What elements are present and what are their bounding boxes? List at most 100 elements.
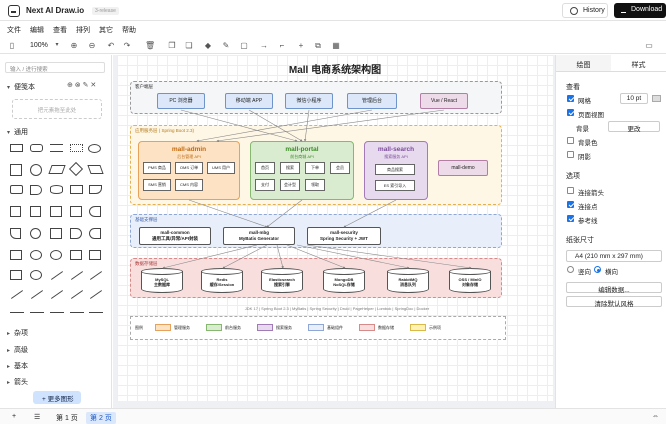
diagram-title[interactable]: Mall 电商系统架构图 — [288, 65, 382, 76]
arrows-header[interactable]: ▸箭头 — [7, 377, 28, 387]
format-panel-icon[interactable]: ▯ — [9, 41, 15, 50]
tab-page-1[interactable]: 第 1 页 — [56, 415, 78, 422]
admin-oms[interactable]: OMS 订单 — [175, 162, 203, 174]
collapse-panel-icon[interactable]: ⇔ — [652, 413, 659, 420]
tab-style[interactable]: 样式 — [611, 55, 666, 72]
client-admin[interactable]: 管理后台 — [347, 93, 397, 109]
shape-search-input[interactable]: 输入 / 进行搜索 — [5, 62, 105, 73]
shapes-icon[interactable]: ⧉ — [315, 41, 321, 50]
scratchpad-header[interactable]: ▾便笺本 — [7, 82, 35, 92]
square-shape-icon[interactable] — [10, 164, 22, 176]
arrow-shape-icon[interactable] — [70, 271, 84, 280]
search-es-import[interactable]: ES 索引导入 — [375, 180, 415, 191]
diagram-page[interactable]: Mall 电商系统架构图 客户端层 PC 浏览器 移动端 APP 微信小程序 管… — [117, 55, 553, 401]
bidirectional-arrow-shape-icon[interactable] — [89, 271, 103, 280]
grid-shape-icon[interactable] — [10, 250, 22, 260]
tape-shape-icon[interactable] — [70, 185, 83, 194]
grid-checkbox[interactable] — [567, 95, 574, 102]
grid-color-swatch[interactable] — [652, 95, 661, 102]
rectangle-shape-icon[interactable] — [10, 144, 23, 152]
horizontal-line-shape-icon[interactable] — [10, 312, 24, 313]
container-shape-icon[interactable] — [10, 270, 22, 280]
horizontal-link-shape-icon[interactable] — [89, 312, 103, 313]
portal-pay[interactable]: 支付 — [255, 179, 275, 191]
admin-sms[interactable]: SMS 营销 — [143, 179, 171, 191]
clear-default-style-button[interactable]: 清除默认风格 — [566, 296, 662, 308]
double-line-shape-icon[interactable] — [30, 312, 44, 313]
diamond-shape-icon[interactable] — [68, 161, 84, 177]
add-page-button[interactable]: + — [12, 413, 17, 420]
zoom-in-icon[interactable]: ⊕ — [70, 41, 78, 50]
more-shapes-button[interactable]: + 更多图形 — [33, 391, 81, 404]
loop-shape-icon[interactable] — [89, 228, 101, 239]
connection-icon[interactable]: → — [260, 41, 268, 50]
connection-points-checkbox[interactable] — [567, 201, 574, 208]
textbox-shape-icon[interactable] — [70, 144, 83, 152]
parallelogram-shape-icon[interactable] — [48, 165, 66, 174]
link-shape-icon[interactable] — [30, 290, 44, 299]
dashed-line-shape-icon[interactable] — [70, 290, 84, 299]
portal-member[interactable]: 会员 — [330, 162, 350, 174]
fullscreen-icon[interactable]: ▭ — [645, 41, 653, 50]
cylinder-shape-icon[interactable] — [50, 185, 63, 194]
horizontal-double-arrow-shape-icon[interactable] — [70, 312, 84, 313]
text-shape-icon[interactable] — [50, 144, 63, 152]
data-store-shape-icon[interactable] — [70, 228, 82, 239]
advanced-header[interactable]: ▸高级 — [7, 345, 28, 355]
zoom-out-icon[interactable]: ⊖ — [88, 41, 96, 50]
admin-pms[interactable]: PMS 商品 — [143, 162, 171, 174]
basic-header[interactable]: ▸基本 — [7, 361, 28, 371]
document-shape-icon[interactable] — [50, 206, 62, 217]
or-shape-icon[interactable] — [30, 228, 41, 239]
portal-account[interactable]: 会计型 — [280, 179, 300, 191]
menu-arrange[interactable]: 排列 — [76, 27, 90, 34]
portal-home[interactable]: 首页 — [255, 162, 275, 174]
admin-ums[interactable]: UMS 用户 — [207, 162, 235, 174]
portrait-radio[interactable] — [567, 266, 574, 273]
mall-demo[interactable]: mall-demo — [438, 160, 488, 176]
general-header[interactable]: ▾通用 — [7, 127, 28, 137]
delete-icon[interactable]: 🗑 — [145, 41, 156, 50]
tab-page-2[interactable]: 第 2 页 — [86, 412, 116, 424]
connection-arrows-checkbox[interactable] — [567, 187, 574, 194]
actor-shape-icon[interactable] — [50, 228, 62, 239]
insert-icon[interactable]: + — [298, 41, 304, 50]
card-shape-icon[interactable] — [89, 185, 102, 194]
chevron-down-icon[interactable]: ▾ — [55, 42, 59, 48]
scratchpad-actions[interactable]: ⊕ ⊗ ✎ ✕ — [67, 82, 97, 89]
client-vue-react[interactable]: Vue / React — [420, 93, 468, 109]
to-back-icon[interactable]: ❏ — [185, 41, 193, 50]
bg-color-checkbox[interactable] — [567, 137, 574, 144]
curve-shape-icon[interactable] — [10, 290, 24, 299]
internal-storage-shape-icon[interactable] — [70, 206, 82, 217]
mall-admin-module[interactable]: mall-admin 后台管理 API PMS 商品 OMS 订单 UMS 用户… — [138, 141, 240, 200]
shadow-icon[interactable]: ▢ — [240, 41, 248, 50]
undo-icon[interactable]: ↶ — [107, 41, 115, 50]
mall-search-module[interactable]: mall-search 搜索服务 API 商品搜索 ES 索引导入 — [364, 141, 428, 200]
portal-order[interactable]: 下单 — [305, 162, 325, 174]
dotted-line-shape-icon[interactable] — [89, 290, 103, 299]
landscape-radio[interactable] — [594, 266, 601, 273]
menu-extras[interactable]: 其它 — [99, 27, 113, 34]
menu-help[interactable]: 帮助 — [122, 27, 136, 34]
legend[interactable]: 图例 管理服务 前台服务 搜索服务 基础组件 数据存储 示例项 — [130, 316, 506, 340]
data-layer[interactable]: 数据存储层 — [130, 258, 502, 298]
list-shape-icon[interactable] — [89, 250, 101, 260]
diagram-canvas[interactable]: Mall 电商系统架构图 客户端层 PC 浏览器 移动端 APP 微信小程序 管… — [113, 55, 555, 408]
circle-shape-icon[interactable] — [30, 164, 42, 176]
table-icon[interactable]: ▦ — [332, 41, 340, 50]
paper-size-select[interactable]: A4 (210 mm x 297 mm) — [566, 250, 662, 262]
admin-cms[interactable]: CMS 内容 — [175, 179, 203, 191]
to-front-icon[interactable]: ❐ — [168, 41, 176, 50]
pages-menu-icon[interactable]: ☰ — [34, 414, 41, 421]
tech-stack-text[interactable]: JDK 17 | Spring Boot 2.3 | MyBatis | Spr… — [244, 306, 430, 311]
misc-header[interactable]: ▸杂项 — [7, 328, 28, 338]
menu-view[interactable]: 查看 — [53, 27, 67, 34]
cube-shape-icon[interactable] — [10, 206, 21, 217]
